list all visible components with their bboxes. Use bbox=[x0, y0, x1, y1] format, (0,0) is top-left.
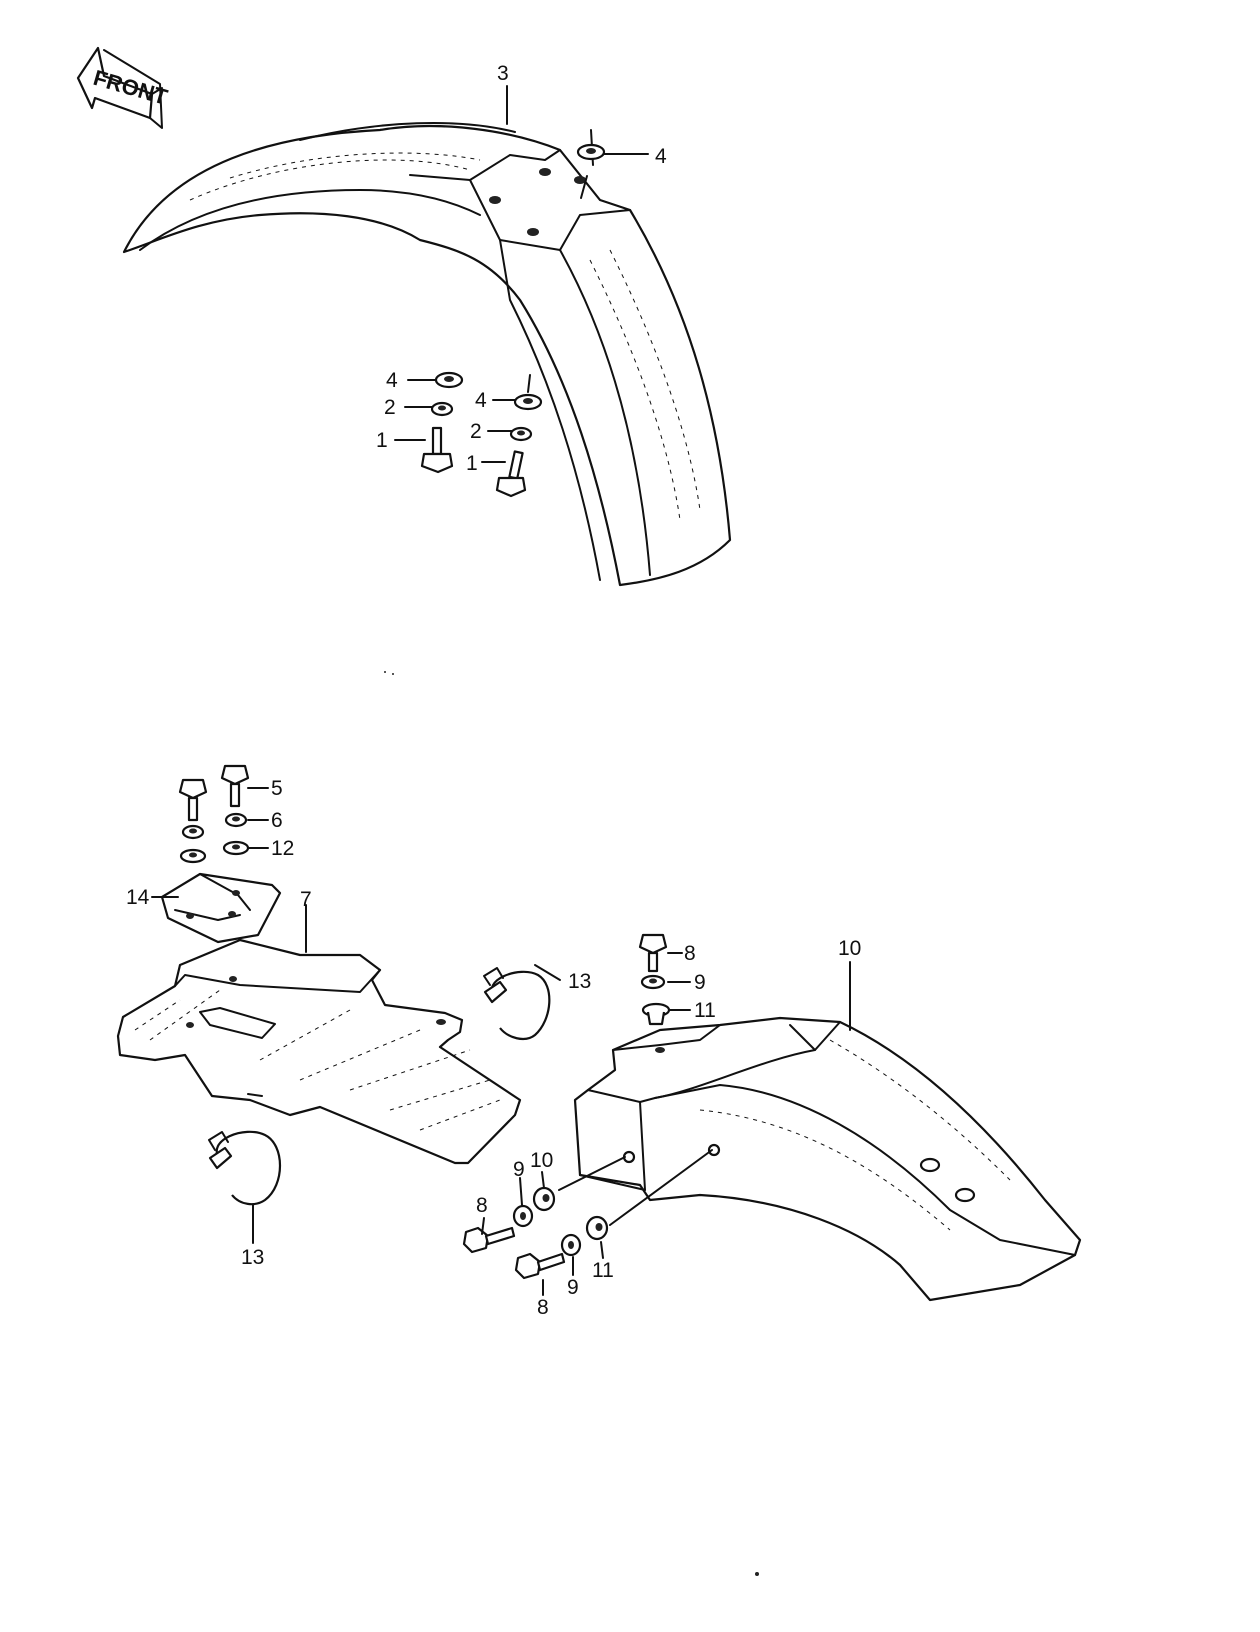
bolt-icon bbox=[178, 778, 208, 822]
lock-washer-icon bbox=[560, 1233, 582, 1257]
lock-washer-icon bbox=[224, 812, 248, 828]
callout-9: 9 bbox=[567, 1276, 579, 1299]
callout-1: 1 bbox=[466, 452, 478, 475]
band-clamp-icon bbox=[483, 967, 551, 1041]
bolt-icon bbox=[220, 764, 250, 808]
callout-7: 7 bbox=[300, 888, 312, 911]
callout-8: 8 bbox=[476, 1194, 488, 1217]
callout-13: 13 bbox=[568, 970, 591, 993]
callout-3: 3 bbox=[497, 62, 509, 85]
washer-icon bbox=[222, 840, 250, 856]
callout-8: 8 bbox=[684, 942, 696, 965]
callout-10: 10 bbox=[530, 1149, 553, 1172]
callout-14: 14 bbox=[126, 886, 150, 909]
callout-13: 13 bbox=[241, 1246, 264, 1269]
callout-9: 9 bbox=[513, 1158, 525, 1181]
washer-icon bbox=[513, 393, 543, 411]
callout-4: 4 bbox=[655, 145, 667, 168]
washer-icon bbox=[434, 371, 464, 389]
callout-8: 8 bbox=[537, 1296, 549, 1319]
front-leader-lines bbox=[394, 85, 649, 463]
rear-leader-lines bbox=[151, 787, 851, 1296]
callout-11: 11 bbox=[694, 999, 716, 1022]
callout-12: 12 bbox=[271, 837, 294, 860]
band-clamp-icon bbox=[208, 1130, 282, 1206]
grommet-icon bbox=[641, 1002, 671, 1026]
rear-fender bbox=[573, 1016, 1082, 1302]
mud-guard-flap bbox=[116, 938, 522, 1165]
callout-6: 6 bbox=[271, 809, 283, 832]
washer-icon bbox=[576, 143, 606, 161]
grommet-icon bbox=[585, 1215, 609, 1241]
lock-washer-icon bbox=[181, 824, 205, 840]
callout-5: 5 bbox=[271, 777, 283, 800]
callout-11: 11 bbox=[592, 1259, 614, 1282]
washer-icon bbox=[179, 848, 207, 864]
callout-10: 10 bbox=[838, 937, 861, 960]
bolt-icon bbox=[638, 933, 668, 973]
front-fender bbox=[122, 122, 732, 587]
lock-washer-icon bbox=[430, 401, 454, 417]
callout-4: 4 bbox=[386, 369, 398, 392]
bolt-icon bbox=[462, 1226, 516, 1254]
lock-washer-icon bbox=[509, 426, 533, 442]
grommet-icon bbox=[532, 1186, 556, 1212]
mounting-plate bbox=[160, 872, 282, 944]
lock-washer-icon bbox=[512, 1204, 534, 1228]
callout-9: 9 bbox=[694, 971, 706, 994]
callout-2: 2 bbox=[384, 396, 396, 419]
callout-2: 2 bbox=[470, 420, 482, 443]
callout-4: 4 bbox=[475, 389, 487, 412]
bolt-icon bbox=[495, 450, 527, 498]
bolt-icon bbox=[514, 1252, 566, 1280]
lock-washer-icon bbox=[640, 974, 666, 990]
bolt-icon bbox=[420, 426, 454, 474]
callout-1: 1 bbox=[376, 429, 388, 452]
front-arrow-icon: FRONT bbox=[76, 46, 171, 129]
